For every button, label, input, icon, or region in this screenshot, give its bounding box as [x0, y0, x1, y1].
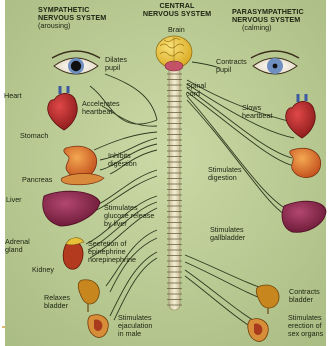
parasympathetic-effect-bladder: Contracts bladder: [289, 288, 320, 304]
adrenal-gland-label: Adrenal gland: [5, 238, 30, 254]
spinal-cord-label: Spinal cord: [186, 82, 206, 98]
brain-label: Brain: [168, 26, 185, 34]
parasympathetic-subtitle: (calming): [242, 24, 272, 32]
sympathetic-effect-heart: Accelerates heartbeat: [82, 100, 120, 116]
parasympathetic-effect-pupil: Contracts pupil: [216, 58, 247, 74]
sympathetic-subtitle: (arousing): [38, 22, 70, 30]
spinal-cord-icon: [167, 56, 182, 310]
sympathetic-effect-pupil: Dilates pupil: [105, 56, 127, 72]
central-title: Central nervous system: [138, 2, 216, 18]
parasympathetic-title: Parasympathetic nervous system: [232, 8, 304, 24]
liver-label: Liver: [6, 196, 22, 204]
sympathetic-title: Sympathetic nervous system: [38, 6, 106, 22]
sympathetic-effect-ejaculation: Stimulates ejaculation in male: [118, 314, 152, 338]
kidney-label: Kidney: [32, 266, 54, 274]
sympathetic-effect-bladder: Relaxes bladder: [44, 294, 70, 310]
stomach-label: Stomach: [20, 132, 48, 140]
sympathetic-effect-epinephrine: Secretion of epinephrine norepinephrine: [88, 240, 136, 264]
parasympathetic-effect-heart: Slows heartbeat: [242, 104, 272, 120]
pancreas-label: Pancreas: [22, 176, 52, 184]
sympathetic-effect-glucose: Stimulates glucose release by liver: [104, 204, 154, 228]
parasympathetic-effect-gallbladder: Stimulates gallbladder: [210, 226, 245, 242]
parasympathetic-effect-digestion: Stimulates digestion: [208, 166, 242, 182]
heart-label: Heart: [4, 92, 22, 100]
parasympathetic-effect-sex-organs: Stimulates erection of sex organs: [288, 314, 323, 338]
sympathetic-effect-digestion: Inhibits digestion: [108, 152, 137, 168]
